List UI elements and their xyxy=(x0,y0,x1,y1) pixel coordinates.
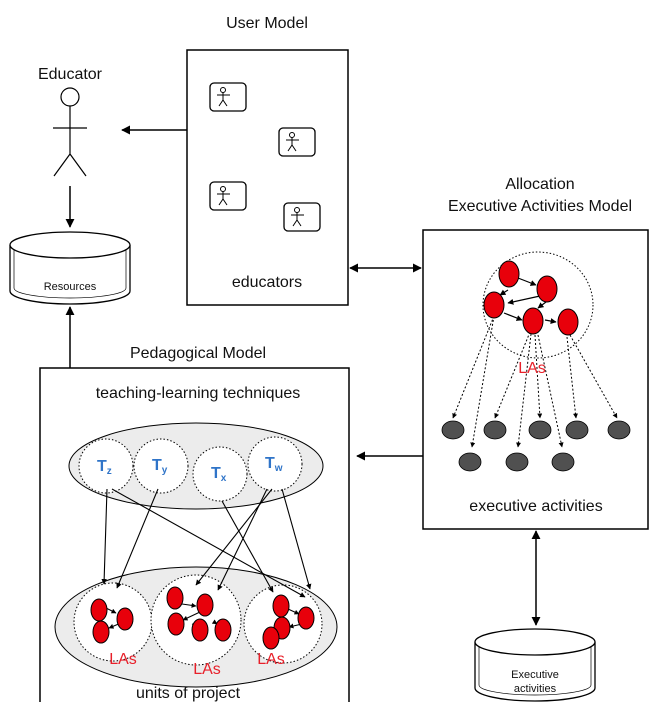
user-model-title: User Model xyxy=(226,15,308,32)
executive-db-label-line2: activities xyxy=(514,683,557,695)
learning-activity-links xyxy=(499,277,557,324)
technique-circles xyxy=(78,436,303,502)
learning-activity-nodes xyxy=(483,260,579,336)
unit2-activities xyxy=(166,586,232,642)
unit1-activities xyxy=(90,598,134,644)
educator-label: Educator xyxy=(38,66,103,83)
allocation-title: Allocation xyxy=(505,176,574,193)
educator-record-icon xyxy=(278,127,316,157)
unit2-las-label: LAs xyxy=(193,661,221,678)
educator-record-icon xyxy=(283,202,321,232)
educator-record-icon xyxy=(209,82,247,112)
units-of-project-label: units of project xyxy=(136,685,241,702)
techniques-label: teaching-learning techniques xyxy=(96,385,301,402)
executive-db-label-line1: Executive xyxy=(511,669,559,681)
resources-database xyxy=(9,231,131,305)
educator-record-icon xyxy=(209,181,247,211)
educator-actor-icon xyxy=(53,87,87,177)
technique-ty: Ty xyxy=(152,457,168,476)
pedagogical-model-title: Pedagogical Model xyxy=(130,345,266,362)
unit1-las-label: LAs xyxy=(109,651,137,668)
allocation-subtitle: Executive Activities Model xyxy=(448,198,632,215)
allocation-arrows xyxy=(452,315,618,448)
technique-labels: Tz Ty Tx Tw xyxy=(97,455,283,484)
unit3-las-label: LAs xyxy=(257,651,285,668)
allocation-las-label: LAs xyxy=(518,360,546,377)
executive-activities-label: executive activities xyxy=(469,498,602,515)
executive-activity-nodes xyxy=(441,420,631,472)
technique-tw: Tw xyxy=(265,455,283,474)
technique-tx: Tx xyxy=(211,465,227,484)
resources-label: Resources xyxy=(44,281,97,293)
unit3-activities xyxy=(262,594,315,650)
educators-label: educators xyxy=(232,274,302,291)
executive-activities-database xyxy=(474,628,596,702)
technique-unit-arrows xyxy=(101,488,312,598)
technique-tz: Tz xyxy=(97,458,112,477)
